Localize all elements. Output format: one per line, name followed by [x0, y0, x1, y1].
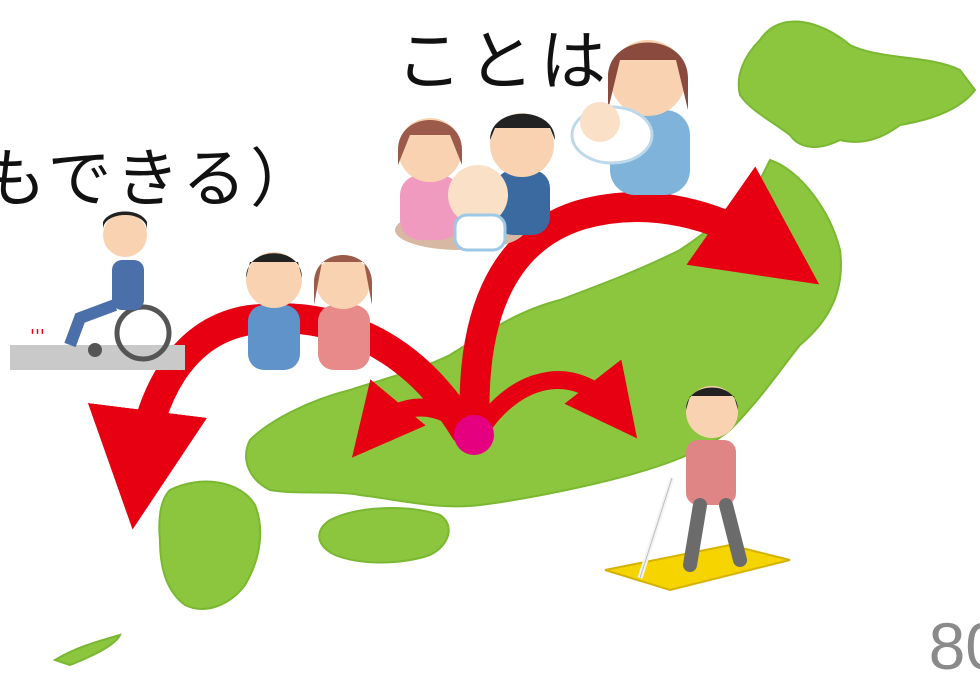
head-icon	[103, 213, 147, 257]
kyushu-shape	[158, 480, 262, 610]
wheelchair-user-on-ramp: '''	[10, 211, 185, 370]
person-with-white-cane	[604, 386, 791, 592]
okinawa-shape	[52, 633, 122, 667]
arrow-to-east	[471, 359, 638, 439]
origin-dot	[454, 415, 494, 455]
wheel-icon	[114, 304, 172, 362]
shikoku-shape	[318, 507, 450, 564]
mother-holding-newborn	[570, 40, 690, 195]
slide-text-line-2: もできる）	[0, 143, 319, 217]
hokkaido-shape	[737, 20, 977, 148]
ramp-shape	[10, 345, 185, 370]
svg-text:''': '''	[30, 326, 45, 347]
page-number: 80	[928, 609, 980, 683]
family-with-baby	[395, 113, 555, 252]
two-people-talking	[246, 252, 373, 370]
arrow-to-north	[459, 166, 820, 445]
